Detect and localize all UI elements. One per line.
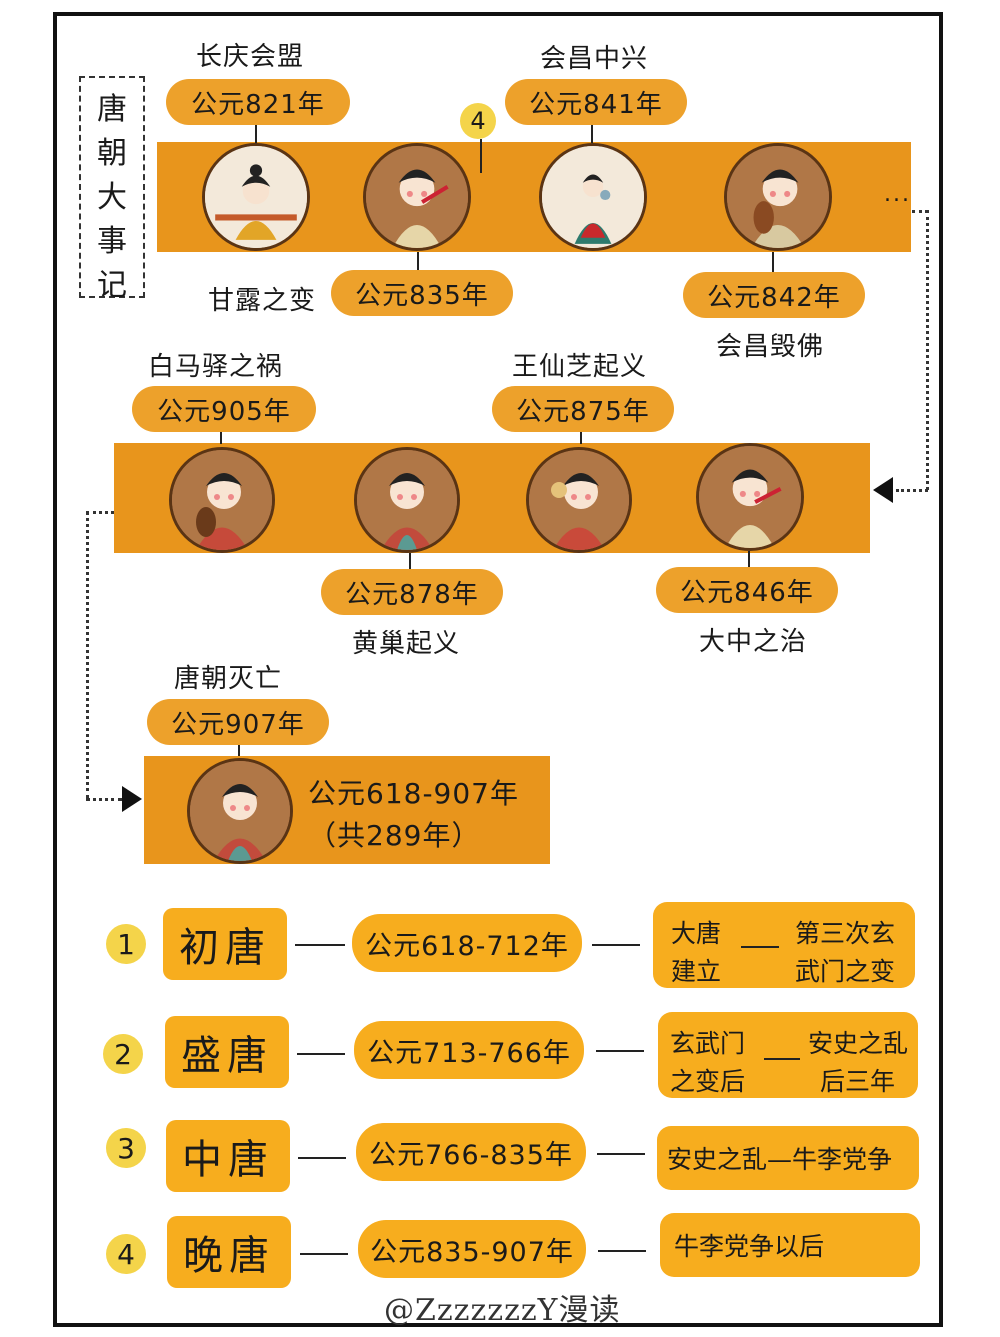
period-to-line1: 第三次玄 [795,919,896,948]
connector-tick [238,745,240,757]
period-range: 公元713-766年 [354,1021,584,1079]
period-from-line1: 玄武门 [670,1029,746,1058]
period-events: 玄武门 之变后 安史之乱 后三年 [658,1012,918,1098]
character-portrait [724,143,832,251]
character-portrait [354,447,460,553]
event-name: 王仙芝起义 [512,352,648,382]
year-pill: 公元907年 [147,699,329,745]
event-name: 会昌中兴 [540,44,649,74]
dotted-connector [86,511,114,514]
dotted-connector [896,489,928,492]
year-pill: 公元835年 [331,270,513,316]
event-name: 大中之治 [699,627,808,657]
character-portrait [363,143,471,251]
period-events: 大唐 建立 第三次玄 武门之变 [653,902,915,988]
ellipsis: ... [884,182,911,207]
connector-tick [580,432,582,444]
event-name: 黄巢起义 [352,629,461,659]
period-name: 中唐 [166,1120,290,1192]
period-number-badge: 2 [103,1034,143,1074]
period-name: 盛唐 [165,1016,289,1088]
connector-dash [597,1153,645,1155]
period-range: 公元766-835年 [356,1123,586,1181]
year-pill: 公元842年 [683,272,865,318]
title-char: 记 [97,268,127,303]
character-portrait [187,758,293,864]
marker-badge: 4 [460,103,496,139]
character-portrait [169,447,275,553]
connector-dash [297,1053,345,1055]
connector-tick [772,252,774,272]
event-name: 长庆会盟 [196,42,305,72]
title-char: 事 [97,224,127,259]
dotted-connector [912,210,928,213]
connector-dash [298,1157,346,1159]
title-char: 大 [97,180,127,215]
dotted-connector [86,511,89,799]
character-portrait [696,443,804,551]
period-number-badge: 1 [106,924,146,964]
year-pill: 公元875年 [492,386,674,432]
watermark: @ZzzzzzzY漫读 [384,1293,621,1328]
period-events-text: 牛李党争以后 [674,1232,825,1261]
year-pill: 公元905年 [132,386,316,432]
period-to-line2: 武门之变 [795,957,896,986]
arrow-left-icon [873,477,893,503]
period-from-line2: 建立 [671,957,722,986]
dynasty-span-total: （共289年） [308,819,481,852]
connector-tick [748,551,750,567]
period-events-text: 安史之乱—牛李党争 [667,1145,893,1174]
character-portrait [202,143,310,251]
connector-dash [295,944,345,946]
event-name: 甘露之变 [208,286,317,316]
period-to-line2: 后三年 [820,1067,896,1096]
period-number-badge: 4 [106,1234,146,1274]
connector-dash [741,946,779,948]
year-pill: 公元841年 [505,79,687,125]
connector-dash [764,1058,800,1060]
period-events: 安史之乱—牛李党争 [657,1126,919,1190]
connector-dash [596,1050,644,1052]
character-portrait [539,143,647,251]
period-events: 牛李党争以后 [660,1213,920,1277]
year-pill: 公元846年 [656,567,838,613]
event-name: 白马驿之祸 [148,352,284,382]
connector-dash [598,1250,646,1252]
arrow-right-icon [122,786,142,812]
connector-tick [409,553,411,569]
period-range: 公元618-712年 [352,914,582,972]
dotted-connector [926,210,929,490]
connector-tick [417,252,419,270]
page-frame [53,12,943,1327]
year-pill: 公元821年 [166,79,350,125]
period-name: 晚唐 [167,1216,291,1288]
period-to-line1: 安史之乱 [808,1029,909,1058]
period-range: 公元835-907年 [358,1220,586,1278]
period-number-badge: 3 [106,1128,146,1168]
connector-tick [220,432,222,444]
title-char: 朝 [97,136,127,171]
dotted-connector [86,798,122,801]
event-name: 唐朝灭亡 [174,664,283,694]
title-char: 唐 [97,92,127,127]
marker-tick [480,139,482,173]
connector-dash [592,944,640,946]
period-from-line1: 大唐 [671,919,722,948]
period-name: 初唐 [163,908,287,980]
connector-tick [255,125,257,143]
vertical-title: 唐 朝 大 事 记 [79,76,145,303]
connector-dash [300,1253,348,1255]
event-name: 会昌毁佛 [716,332,825,362]
dynasty-span: 公元618-907年 [308,777,519,810]
year-pill: 公元878年 [321,569,503,615]
period-from-line2: 之变后 [670,1067,746,1096]
character-portrait [526,447,632,553]
connector-tick [591,125,593,143]
